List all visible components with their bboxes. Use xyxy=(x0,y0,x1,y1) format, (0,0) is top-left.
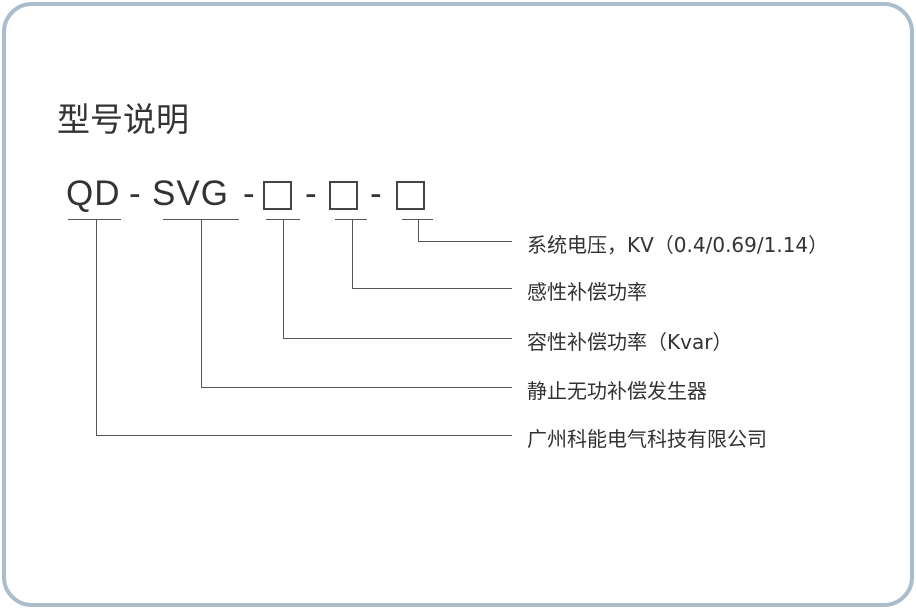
model-dash: - xyxy=(305,174,318,213)
placeholder-box-inductive xyxy=(329,181,358,210)
model-dash: - xyxy=(370,174,383,213)
page-title: 型号说明 xyxy=(57,100,189,139)
connector-svg xyxy=(201,219,512,388)
placeholder-box-capacitive xyxy=(263,181,292,210)
model-dash: - xyxy=(129,174,142,213)
model-prefix-qd: QD xyxy=(66,174,121,213)
label-capacitive: 容性补偿功率（Kvar） xyxy=(527,330,733,354)
connector-voltage xyxy=(418,219,512,242)
connector-inductive xyxy=(352,219,512,289)
connector-company xyxy=(96,219,512,436)
label-svg: 静止无功补偿发生器 xyxy=(527,379,707,403)
label-voltage: 系统电压，KV（0.4/0.69/1.14） xyxy=(527,233,829,257)
model-svg: SVG xyxy=(152,174,229,213)
placeholder-box-voltage xyxy=(396,181,425,210)
connector-capacitive xyxy=(283,219,512,339)
model-dash: - xyxy=(243,174,256,213)
label-inductive: 感性补偿功率 xyxy=(527,280,647,304)
label-company: 广州科能电气科技有限公司 xyxy=(527,427,767,451)
